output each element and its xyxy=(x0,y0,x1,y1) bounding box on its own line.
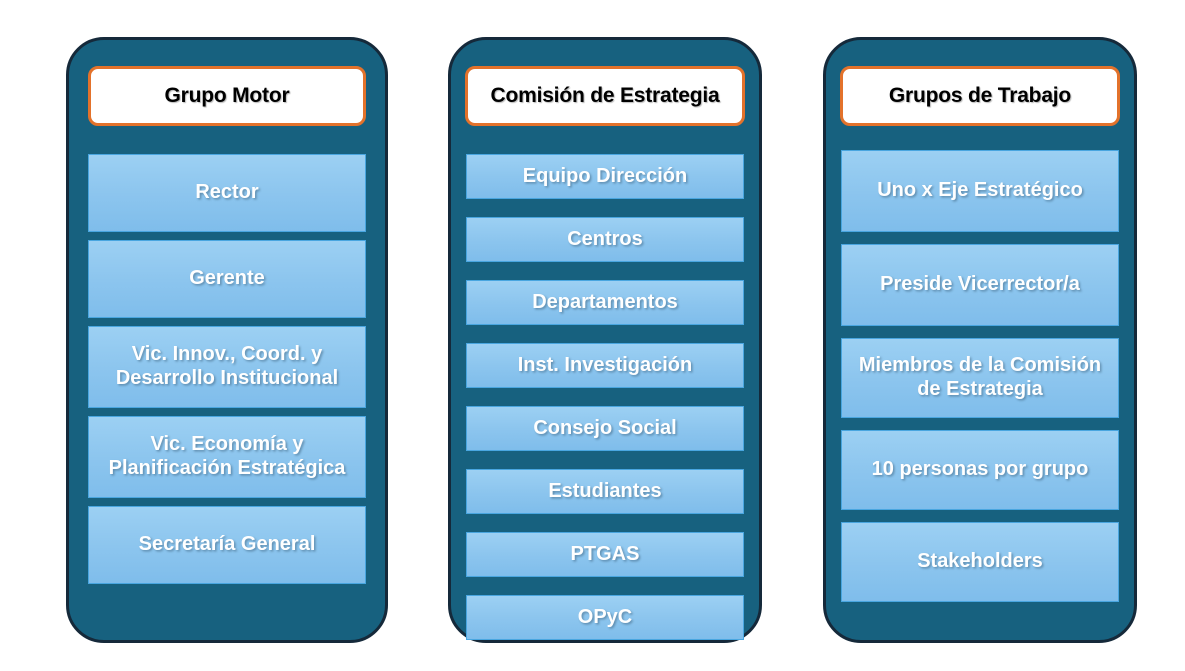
item-label: Rector xyxy=(195,181,259,204)
column-grupos-de-trabajo: Grupos de Trabajo Uno x Eje Estratégico … xyxy=(823,37,1137,643)
item-label: Preside Vicerrector/a xyxy=(880,273,1080,296)
item-label: Miembros de la Comisión de Estrategia xyxy=(858,354,1102,400)
item-box: Miembros de la Comisión de Estrategia xyxy=(841,338,1119,418)
item-box: Equipo Dirección xyxy=(466,154,744,199)
item-box: Estudiantes xyxy=(466,469,744,514)
item-box: Centros xyxy=(466,217,744,262)
item-label: Equipo Dirección xyxy=(522,164,688,187)
item-box: Inst. Investigación xyxy=(466,343,744,388)
item-label: PTGAS xyxy=(570,542,640,565)
column-grupo-motor: Grupo Motor Rector Gerente Vic. Innov., … xyxy=(66,37,388,643)
item-label: Vic. Economía y Planificación Estratégic… xyxy=(108,433,346,479)
item-label: Gerente xyxy=(189,267,265,290)
item-box: Stakeholders xyxy=(841,522,1119,602)
item-box: Rector xyxy=(88,154,366,232)
item-label: Estudiantes xyxy=(548,479,662,502)
item-label: Secretaría General xyxy=(138,533,316,556)
item-label: Departamentos xyxy=(532,290,678,313)
item-label: OPyC xyxy=(577,605,633,628)
item-box: Consejo Social xyxy=(466,406,744,451)
item-label: Stakeholders xyxy=(917,550,1043,573)
item-label: Consejo Social xyxy=(533,416,677,439)
column-header-grupos-de-trabajo: Grupos de Trabajo xyxy=(840,66,1120,126)
item-box: Departamentos xyxy=(466,280,744,325)
column-header-comision-de-estrategia: Comisión de Estrategia xyxy=(465,66,745,126)
item-label: Inst. Investigación xyxy=(517,353,693,376)
item-box: Secretaría General xyxy=(88,506,366,584)
item-label: Centros xyxy=(567,227,643,250)
item-box: Vic. Innov., Coord. y Desarrollo Institu… xyxy=(88,326,366,408)
item-list-comision-de-estrategia: Equipo Dirección Centros Departamentos I… xyxy=(451,126,759,658)
item-box: Uno x Eje Estratégico xyxy=(841,150,1119,232)
item-box: Gerente xyxy=(88,240,366,318)
item-list-grupo-motor: Rector Gerente Vic. Innov., Coord. y Des… xyxy=(69,126,385,640)
item-label: Vic. Innov., Coord. y Desarrollo Institu… xyxy=(115,343,339,389)
item-box: 10 personas por grupo xyxy=(841,430,1119,510)
item-box: Preside Vicerrector/a xyxy=(841,244,1119,326)
item-box: Vic. Economía y Planificación Estratégic… xyxy=(88,416,366,498)
item-label: Uno x Eje Estratégico xyxy=(877,179,1083,202)
item-box: PTGAS xyxy=(466,532,744,577)
column-header-grupo-motor: Grupo Motor xyxy=(88,66,366,126)
item-label: 10 personas por grupo xyxy=(871,458,1089,481)
item-list-grupos-de-trabajo: Uno x Eje Estratégico Preside Vicerrecto… xyxy=(826,126,1134,640)
item-box: OPyC xyxy=(466,595,744,640)
column-comision-de-estrategia: Comisión de Estrategia Equipo Dirección … xyxy=(448,37,762,643)
